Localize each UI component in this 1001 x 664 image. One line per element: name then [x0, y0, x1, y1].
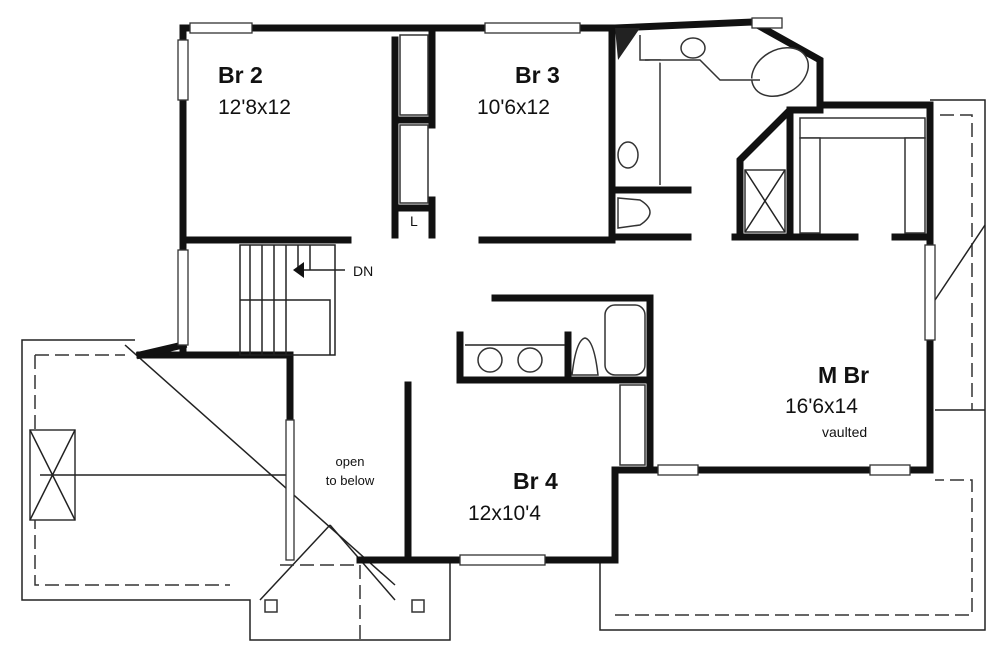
chase-fill	[615, 28, 640, 60]
room-size-br2: 12'8x12	[218, 96, 291, 119]
stair	[239, 244, 345, 356]
windows	[177, 17, 936, 566]
linen-label: L	[410, 213, 418, 229]
fixtures	[465, 35, 809, 376]
room-name-br3: Br 3	[515, 62, 560, 88]
open-to-below-line2: to below	[325, 473, 375, 488]
room-size-mbr: 16'6x14	[785, 395, 858, 418]
stair-label: DN	[353, 263, 374, 279]
open-to-below-line1: open	[335, 454, 365, 469]
room-name-mbr: M Br	[818, 362, 870, 388]
room-size-br4: 12x10'4	[468, 502, 541, 525]
walls	[135, 18, 934, 564]
closets	[399, 34, 926, 466]
room-name-br2: Br 2	[218, 62, 263, 88]
roof-outline-left	[21, 339, 451, 641]
room-note-mbr: vaulted	[822, 424, 868, 440]
arrow-icon	[293, 262, 304, 278]
room-size-br3: 10'6x12	[477, 96, 550, 119]
room-name-br4: Br 4	[513, 468, 558, 494]
